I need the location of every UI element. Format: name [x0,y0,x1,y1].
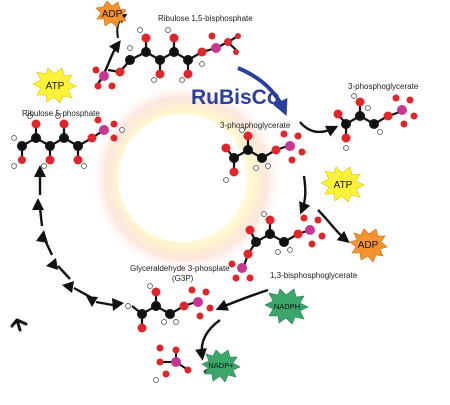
molecule-ribulose-5-phosphate [11,113,125,169]
rubisco-arrow [237,66,288,116]
adp-top-label: ADP [102,9,123,20]
adp-right-label: ADP [358,240,379,251]
label-3-phosphoglycerate-right: 3-phosphoglycerate [348,82,419,91]
label-ribulose-15-bisphosphate: Ribulose 1,5-bisphosphate [158,14,253,23]
molecule-g3p [125,283,214,333]
arrow-atp-to-bisphosphate [97,40,121,85]
badge-adp-right: ADP [349,228,388,263]
badge-nadph: NADPH [264,288,309,325]
label-ribulose-5-phosphate: Ribulose 5-phosphate [22,109,100,118]
badge-atp-right: ATP [320,166,365,203]
central-white-disc [118,114,246,242]
arrow-to-g3p [215,288,269,311]
label-g3p-line2: (G3P) [172,274,194,283]
atp-left-label: ATP [46,81,65,92]
nadp-label: NADP+ [208,361,234,370]
arrow-to-3pg-right [299,121,339,137]
cycle-arrow-stems [38,176,119,308]
label-rubisco: RuBisCo [191,86,280,109]
arrow-g3p-exit [195,319,221,361]
nadph-label: NADPH [274,302,300,311]
atp-right-label: ATP [334,180,353,191]
label-13-bisphosphoglycerate: 1,3-bisphosphoglycerate [270,271,358,280]
arrow-to-adp-right [317,209,350,243]
label-3-phosphoglycerate-center: 3-phosphoglycerate [220,121,291,130]
arrow-3pg-down [299,175,311,215]
cycle-chevrons [10,318,28,332]
molecule-13-bisphosphoglycerate [228,211,326,282]
badge-atp-left: ATP [32,67,77,104]
molecule-3-phosphoglycerate-center [221,127,306,183]
molecule-3-phosphoglycerate-right [333,93,418,151]
molecule-exit-phosphate [153,344,192,383]
badge-adp-top: ADP [95,0,127,28]
cycle-arrow-heads [32,165,124,311]
label-g3p-line1: Glyceraldehyde 3-phosplate [130,264,230,273]
badge-nadp: NADP+ [201,349,241,383]
molecule-ribulose-15-bisphosphate [92,27,241,90]
